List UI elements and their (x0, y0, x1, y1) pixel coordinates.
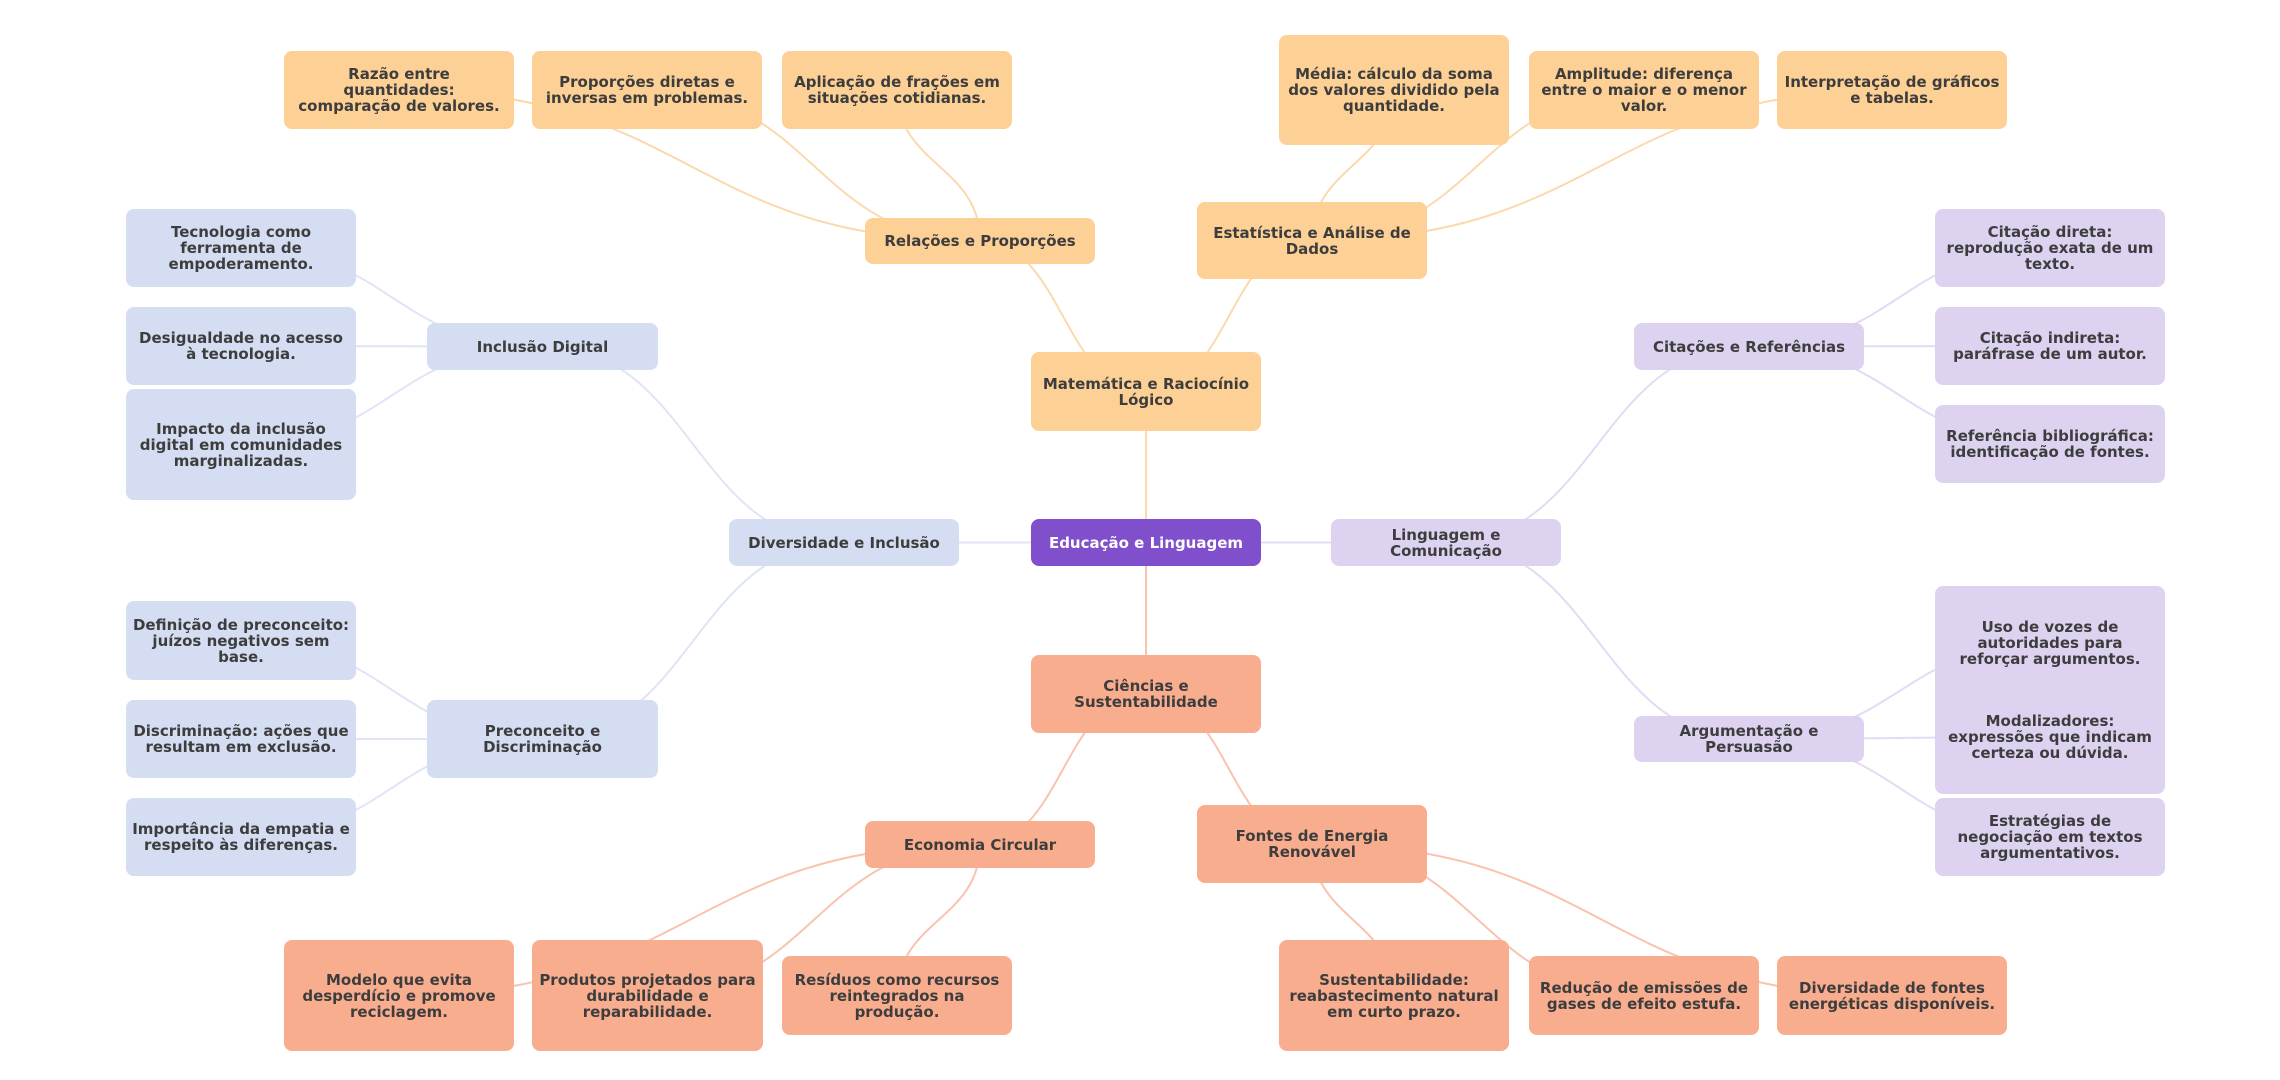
leaf-label: Redução de emissões de gases de efeito e… (1539, 978, 1749, 1013)
leaf-node[interactable]: Desigualdade no acesso à tecnologia. (126, 307, 356, 385)
subtopic-node-economia-circular[interactable]: Economia Circular (865, 821, 1095, 868)
root-label: Educação e Linguagem (1048, 533, 1244, 552)
branch-label: Matemática e Raciocínio Lógico (1042, 374, 1250, 409)
leaf-node[interactable]: Modelo que evita desperdício e promove r… (284, 940, 514, 1051)
leaf-label: Amplitude: diferença entre o maior e o m… (1541, 65, 1747, 115)
leaf-label: Discriminação: ações que resultam em exc… (133, 722, 349, 756)
leaf-node[interactable]: Modalizadores: expressões que indicam ce… (1935, 680, 2165, 794)
leaf-node[interactable]: Redução de emissões de gases de efeito e… (1529, 956, 1759, 1035)
subtopic-label: Argumentação e Persuasão (1679, 722, 1819, 756)
leaf-label: Proporções diretas e inversas em problem… (545, 73, 749, 107)
leaf-node[interactable]: Referência bibliográfica: identificação … (1935, 405, 2165, 483)
leaf-node[interactable]: Sustentabilidade: reabastecimento natura… (1279, 940, 1509, 1051)
leaf-node[interactable]: Aplicação de frações em situações cotidi… (782, 51, 1012, 129)
leaf-label: Citação indireta: paráfrase de um autor. (1953, 329, 2147, 363)
subtopic-label: Inclusão Digital (476, 337, 609, 356)
subtopic-node-fontes-energia[interactable]: Fontes de Energia Renovável (1197, 805, 1427, 883)
leaf-node[interactable]: Tecnologia como ferramenta de empoderame… (126, 209, 356, 287)
subtopic-label: Citações e Referências (1652, 337, 1846, 356)
subtopic-node-relacoes[interactable]: Relações e Proporções (865, 218, 1095, 264)
leaf-label: Estratégias de negociação em textos argu… (1957, 812, 2143, 862)
subtopic-node-citacoes[interactable]: Citações e Referências (1634, 323, 1864, 370)
leaf-label: Definição de preconceito: juízos negativ… (132, 615, 350, 666)
branch-node-linguagem[interactable]: Linguagem e Comunicação (1331, 519, 1561, 566)
leaf-label: Desigualdade no acesso à tecnologia. (139, 329, 343, 363)
branch-node-diversidade[interactable]: Diversidade e Inclusão (729, 519, 959, 566)
leaf-label: Produtos projetados para durabilidade e … (539, 970, 756, 1021)
leaf-node[interactable]: Diversidade de fontes energéticas dispon… (1777, 956, 2007, 1035)
leaf-node[interactable]: Interpretação de gráficos e tabelas. (1777, 51, 2007, 129)
edge-branch-subtopic (542, 345, 845, 544)
subtopic-node-estatistica[interactable]: Estatística e Análise de Dados (1197, 202, 1427, 279)
leaf-node[interactable]: Importância da empatia e respeito às dif… (126, 798, 356, 876)
branch-node-ciencias[interactable]: Ciências e Sustentabilidade (1031, 655, 1261, 733)
leaf-node[interactable]: Resíduos como recursos reintegrados na p… (782, 956, 1012, 1035)
leaf-label: Diversidade de fontes energéticas dispon… (1788, 978, 1996, 1013)
leaf-node[interactable]: Produtos projetados para durabilidade e … (532, 940, 763, 1051)
subtopic-label: Preconceito e Discriminação (483, 722, 602, 756)
leaf-label: Razão entre quantidades: comparação de v… (298, 65, 500, 115)
branch-label: Linguagem e Comunicação (1390, 525, 1502, 560)
leaf-node[interactable]: Citação indireta: paráfrase de um autor. (1935, 307, 2165, 385)
leaf-label: Resíduos como recursos reintegrados na p… (794, 970, 1000, 1021)
leaf-label: Sustentabilidade: reabastecimento natura… (1289, 970, 1499, 1021)
leaf-node[interactable]: Discriminação: ações que resultam em exc… (126, 700, 356, 778)
subtopic-label: Economia Circular (903, 835, 1057, 854)
leaf-node[interactable]: Razão entre quantidades: comparação de v… (284, 51, 514, 129)
leaf-node[interactable]: Proporções diretas e inversas em problem… (532, 51, 762, 129)
edge-branch-subtopic (1445, 345, 1750, 544)
leaf-label: Impacto da inclusão digital em comunidad… (139, 419, 343, 470)
subtopic-node-argumentacao[interactable]: Argumentação e Persuasão (1634, 716, 1864, 762)
leaf-node[interactable]: Definição de preconceito: juízos negativ… (126, 601, 356, 680)
subtopic-label: Relações e Proporções (884, 232, 1076, 250)
leaf-label: Uso de vozes de autoridades para reforça… (1959, 618, 2141, 668)
branch-node-matematica[interactable]: Matemática e Raciocínio Lógico (1031, 352, 1261, 431)
leaf-node[interactable]: Impacto da inclusão digital em comunidad… (126, 389, 356, 500)
root-node[interactable]: Educação e Linguagem (1031, 519, 1261, 566)
branch-label: Ciências e Sustentabilidade (1074, 677, 1218, 711)
leaf-label: Referência bibliográfica: identificação … (1946, 427, 2154, 461)
leaf-label: Importância da empatia e respeito às dif… (132, 820, 350, 854)
subtopic-label: Estatística e Análise de Dados (1213, 223, 1411, 258)
subtopic-label: Fontes de Energia Renovável (1235, 827, 1389, 861)
leaf-node[interactable]: Amplitude: diferença entre o maior e o m… (1529, 51, 1759, 129)
leaf-label: Citação direta: reprodução exata de um t… (1946, 223, 2154, 273)
edge-branch-subtopic (1445, 541, 1750, 740)
leaf-node[interactable]: Média: cálculo da soma dos valores divid… (1279, 35, 1509, 145)
leaf-node[interactable]: Citação direta: reprodução exata de um t… (1935, 209, 2165, 287)
leaf-node[interactable]: Estratégias de negociação em textos argu… (1935, 798, 2165, 876)
leaf-label: Interpretação de gráficos e tabelas. (1784, 73, 2000, 107)
subtopic-node-inclusao-digital[interactable]: Inclusão Digital (427, 323, 658, 370)
branch-label: Diversidade e Inclusão (748, 533, 940, 552)
subtopic-node-preconceito[interactable]: Preconceito e Discriminação (427, 700, 658, 778)
leaf-label: Modelo que evita desperdício e promove r… (302, 970, 496, 1021)
leaf-label: Tecnologia como ferramenta de empoderame… (168, 223, 314, 273)
leaf-label: Modalizadores: expressões que indicam ce… (1948, 712, 2152, 762)
leaf-label: Aplicação de frações em situações cotidi… (794, 73, 1000, 107)
leaf-label: Média: cálculo da soma dos valores divid… (1288, 65, 1500, 115)
